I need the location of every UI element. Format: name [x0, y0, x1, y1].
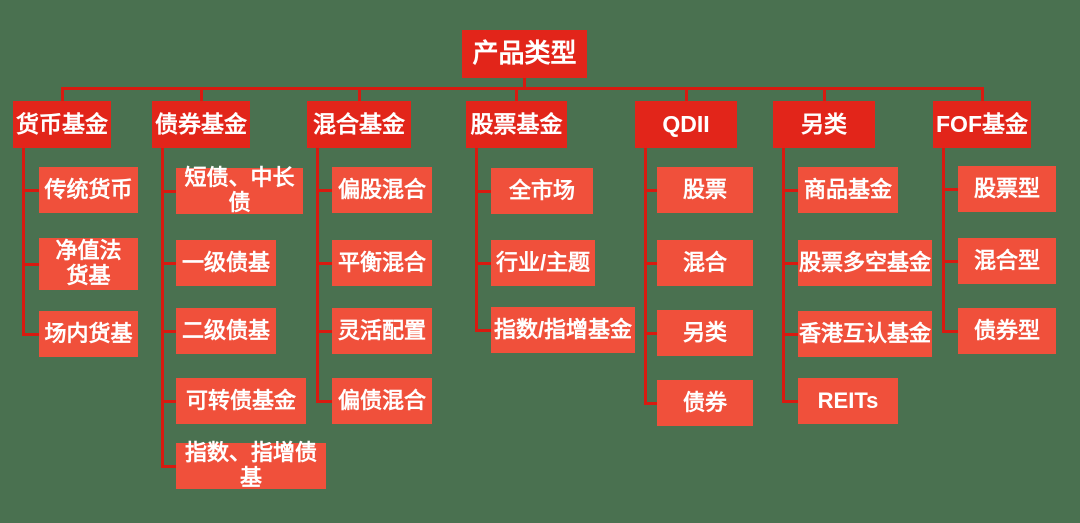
connector-line — [60, 87, 64, 101]
branch-0-child-1: 净值法 货基 — [39, 238, 138, 290]
branch-6-child-0: 股票型 — [958, 166, 1056, 212]
branch-header-4: QDII — [635, 101, 737, 148]
connector-line — [23, 188, 39, 192]
branch-header-0: 货币基金 — [13, 101, 111, 148]
branch-1-child-2: 二级债基 — [176, 308, 276, 354]
connector-line — [317, 399, 332, 403]
connector-line — [783, 332, 798, 336]
connector-line — [943, 259, 958, 263]
branch-0-child-2: 场内货基 — [39, 311, 138, 357]
branch-2-child-2: 灵活配置 — [332, 308, 432, 354]
branch-5-child-1: 股票多空基金 — [798, 240, 932, 286]
branch-5-child-0: 商品基金 — [798, 167, 898, 213]
branch-header-1: 债券基金 — [152, 101, 250, 148]
connector-line — [515, 87, 518, 101]
connector-line — [645, 401, 657, 405]
branch-4-child-0: 股票 — [657, 167, 753, 213]
connector-line — [476, 261, 491, 265]
connector-line — [822, 87, 826, 101]
connector-line — [783, 261, 798, 265]
branch-5-child-2: 香港互认基金 — [798, 311, 932, 357]
connector-line — [783, 399, 798, 403]
connector-line — [522, 78, 526, 90]
branch-0-child-0: 传统货币 — [39, 167, 138, 213]
branch-1-child-0: 短债、中长债 — [176, 166, 303, 215]
connector-line — [645, 331, 657, 335]
branch-3-child-2: 指数/指增基金 — [491, 307, 635, 353]
connector-line — [317, 329, 332, 333]
branch-3-child-0: 全市场 — [491, 168, 593, 214]
branch-6-child-1: 混合型 — [958, 238, 1056, 284]
branch-1-child-3: 可转债基金 — [176, 378, 306, 424]
connector-line — [23, 262, 39, 266]
branch-1-child-1: 一级债基 — [176, 240, 276, 286]
connector-line — [474, 148, 478, 332]
connector-line — [943, 187, 958, 191]
branch-4-child-3: 债券 — [657, 380, 753, 426]
branch-2-child-0: 偏股混合 — [332, 167, 432, 213]
branch-6-child-2: 债券型 — [958, 308, 1056, 354]
connector-line — [476, 189, 491, 193]
connector-line — [941, 148, 945, 333]
connector-line — [476, 328, 491, 332]
branch-header-5: 另类 — [773, 101, 875, 148]
connector-line — [643, 148, 647, 405]
connector-line — [23, 332, 39, 336]
connector-line — [162, 189, 176, 193]
branch-2-child-1: 平衡混合 — [332, 240, 432, 286]
branch-header-2: 混合基金 — [307, 101, 411, 148]
branch-1-child-4: 指数、指增债基 — [176, 441, 326, 490]
connector-line — [645, 261, 657, 265]
connector-line — [162, 261, 176, 265]
connector-line — [783, 188, 798, 192]
connector-line — [684, 87, 688, 101]
connector-line — [357, 87, 361, 101]
connector-line — [980, 87, 984, 101]
connector-line — [162, 464, 176, 468]
connector-line — [199, 87, 203, 101]
branch-2-child-3: 偏债混合 — [332, 378, 432, 424]
branch-header-3: 股票基金 — [466, 101, 567, 148]
connector-line — [781, 148, 785, 403]
branch-4-child-2: 另类 — [657, 310, 753, 356]
branch-header-6: FOF基金 — [933, 101, 1031, 148]
connector-line — [60, 87, 984, 90]
root-node: 产品类型 — [462, 30, 587, 78]
connector-line — [162, 399, 176, 403]
connector-line — [162, 329, 176, 333]
connector-line — [160, 148, 164, 468]
branch-3-child-1: 行业/主题 — [491, 240, 595, 286]
connector-line — [943, 329, 958, 333]
connector-line — [645, 188, 657, 192]
connector-line — [21, 148, 25, 336]
branch-5-child-3: REITs — [798, 378, 898, 424]
connector-line — [317, 261, 332, 265]
branch-4-child-1: 混合 — [657, 240, 753, 286]
connector-line — [317, 188, 332, 192]
connector-line — [315, 148, 319, 403]
